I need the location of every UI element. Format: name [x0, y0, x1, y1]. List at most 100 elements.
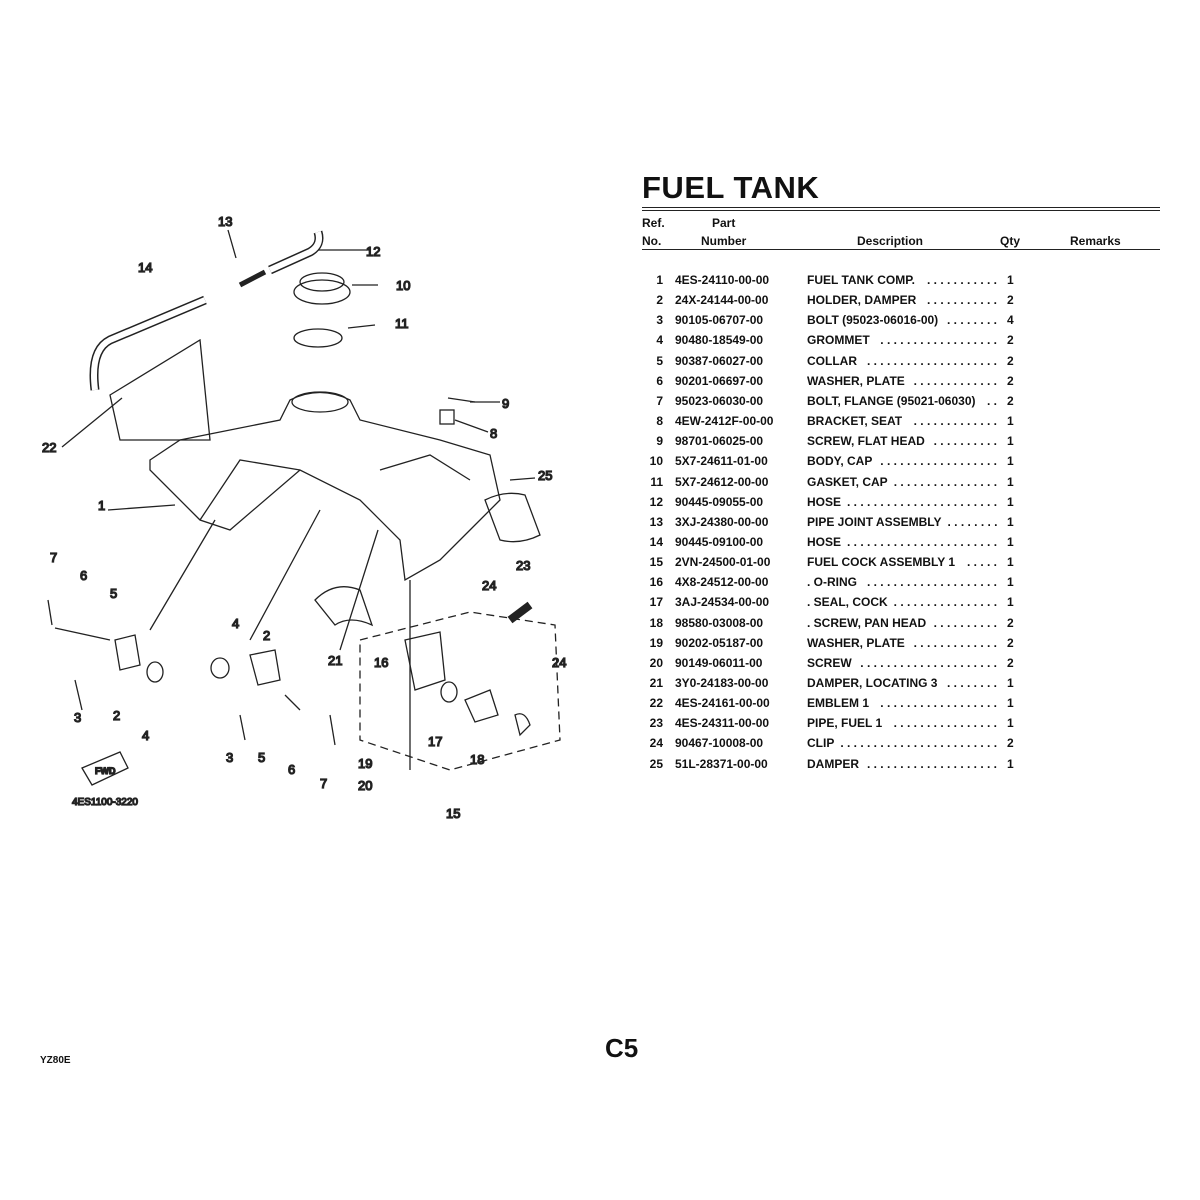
screw-9	[447, 397, 476, 403]
title-rule	[642, 207, 1160, 208]
title-rule	[642, 210, 1160, 211]
description-cell: . SEAL, COCK . . . . . . . . . . . . . . …	[807, 595, 997, 609]
qty: 1	[1007, 756, 1014, 771]
header-remarks: Remarks	[1070, 234, 1121, 248]
callout: 6	[288, 762, 295, 777]
part-number: 90149-06011-00	[675, 655, 763, 670]
callout: 22	[42, 440, 56, 455]
part-number: 90387-06027-00	[675, 353, 764, 368]
callout: 13	[218, 214, 232, 229]
ref-no: 12	[649, 494, 663, 509]
description-cell: EMBLEM 1. . . . . . . . . . . . . . . . …	[807, 696, 997, 710]
qty: 2	[1007, 736, 1014, 751]
callout: 3	[74, 710, 81, 725]
damper-25	[484, 492, 541, 543]
description-cell: BRACKET, SEAT. . . . . . . . . . . . .	[807, 414, 997, 428]
part-number: 90467-10008-00	[675, 736, 764, 751]
description-cell: HOSE . . . . . . . . . . . . . . . . . . …	[807, 495, 997, 509]
qty: 1	[1007, 414, 1014, 429]
qty: 2	[1007, 655, 1014, 670]
description-cell: BOLT (95023-06016-00). . . . . . . .	[807, 313, 997, 327]
dot-leader: . . . . . . . . . . . . . . . .	[893, 716, 997, 731]
pipe-joint-13	[238, 269, 267, 288]
callout: 4	[232, 616, 239, 631]
holder-2-left	[114, 634, 141, 671]
callout: 15	[446, 806, 460, 821]
description: GROMMET	[807, 333, 870, 348]
callout: 14	[138, 260, 152, 275]
ref-no: 22	[649, 696, 663, 711]
ref-no: 4	[656, 333, 663, 348]
callout: 19	[358, 756, 372, 771]
part-number: 90105-06707-00	[675, 313, 764, 328]
callout: 24	[482, 578, 496, 593]
part-number: 90445-09055-00	[675, 494, 764, 509]
description-cell: PIPE JOINT ASSEMBLY. . . . . . . .	[807, 515, 997, 529]
description: . SCREW, PAN HEAD	[807, 615, 927, 630]
ref-no: 11	[650, 474, 663, 489]
callout: 1	[98, 498, 105, 513]
part-number: 95023-06030-00	[675, 393, 764, 408]
dot-leader: . . . . . . . . . . . . .	[913, 373, 997, 388]
bracket-8	[439, 409, 455, 425]
ref-no: 9	[656, 434, 663, 449]
ref-no: 5	[656, 353, 663, 368]
description-cell: GROMMET . . . . . . . . . . . . . . . . .…	[807, 333, 997, 347]
dot-leader: . . . . . . . . . . . . . . . . . . . . …	[840, 736, 997, 751]
ref-no: 17	[649, 595, 663, 610]
dot-leader: . . . . . . . .	[946, 313, 997, 328]
part-number: 3AJ-24534-00-00	[675, 595, 770, 610]
part-number: 90480-18549-00	[675, 333, 764, 348]
description-cell: . SCREW, PAN HEAD. . . . . . . . . .	[807, 616, 997, 630]
page-number: C5	[605, 1033, 639, 1063]
exploded-parts-diagram: FWD 4ES1100-3220 13 12 14 10 11 9 8 22 1…	[41, 213, 567, 821]
callout: 2	[113, 708, 120, 723]
description: COLLAR	[807, 353, 857, 368]
description: EMBLEM 1	[807, 696, 870, 711]
description: . SEAL, COCK	[807, 595, 888, 610]
qty: 1	[1007, 474, 1014, 489]
callout: 20	[358, 778, 372, 793]
callout: 2	[263, 628, 270, 643]
qty: 1	[1007, 575, 1014, 590]
dot-leader: . . . . . . . . . . . . . . . .	[893, 595, 997, 610]
description-cell: COLLAR. . . . . . . . . . . . . . . . . …	[807, 354, 997, 368]
table-row: 4 90480-18549-00 GROMMET . . . . . . . . . …	[642, 333, 1162, 353]
callout: 24	[552, 655, 566, 670]
part-number: 51L-28371-00-00	[675, 756, 768, 771]
callout: 17	[428, 734, 442, 749]
dot-leader: . . . . . . . . . . . . . . . . . . . . …	[847, 494, 997, 509]
ref-no: 18	[649, 615, 663, 630]
description-cell: BOLT, FLANGE (95021-06030). .	[807, 394, 997, 408]
cap-10	[293, 279, 351, 305]
fuel-pipe-23	[507, 601, 533, 624]
description-cell: WASHER, PLATE. . . . . . . . . . . . .	[807, 636, 997, 650]
dot-leader: . . . . . . . . . . . . . . . . . . . .	[866, 575, 997, 590]
description-cell: HOSE. . . . . . . . . . . . . . . . . . …	[807, 535, 997, 549]
fwd-arrow	[81, 751, 129, 786]
dot-leader: . . . . . . . . . . . . . . . . . . . . …	[847, 534, 997, 549]
qty: 1	[1007, 514, 1014, 529]
callout: 9	[502, 396, 509, 411]
header-ref-2: No.	[642, 234, 662, 248]
part-number: 2VN-24500-01-00	[675, 555, 771, 570]
dot-leader: . . . . . . . .	[947, 514, 997, 529]
description-cell: CLIP. . . . . . . . . . . . . . . . . . …	[807, 736, 997, 750]
part-number: 4EW-2412F-00-00	[675, 414, 774, 429]
description: DAMPER	[807, 756, 860, 771]
callout: 11	[395, 316, 409, 331]
callout: 7	[320, 776, 327, 791]
description: HOSE	[807, 494, 842, 509]
ref-no: 21	[649, 676, 663, 690]
qty: 1	[1007, 454, 1014, 469]
dot-leader: . . . . . . . . . . . . . . . . . .	[880, 333, 997, 348]
dot-leader: . .	[986, 393, 997, 408]
description: FUEL COCK ASSEMBLY 1	[807, 555, 956, 570]
